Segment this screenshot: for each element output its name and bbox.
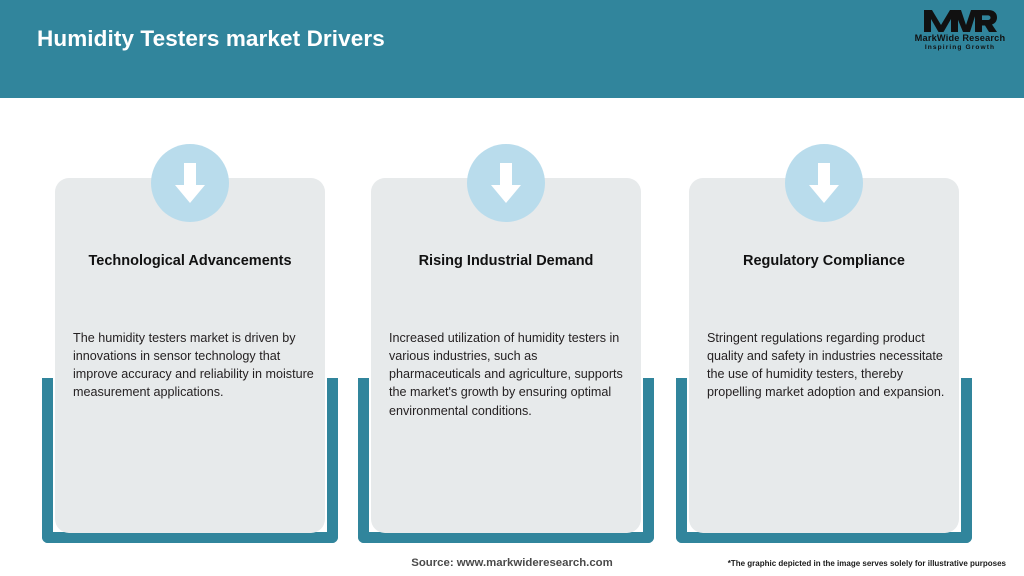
card-panel — [689, 178, 959, 533]
disclaimer-note: *The graphic depicted in the image serve… — [727, 559, 1006, 568]
card-body-text: Stringent regulations regarding product … — [707, 331, 945, 400]
card-accent-frame — [358, 378, 654, 543]
mwr-monogram-icon — [924, 10, 997, 32]
card-accent-frame — [676, 378, 972, 543]
down-arrow-icon — [785, 144, 863, 222]
page-title: Humidity Testers market Drivers — [37, 26, 385, 51]
driver-card[interactable]: Technological Advancements The humidity … — [42, 144, 338, 544]
card-title: Rising Industrial Demand — [418, 253, 594, 269]
driver-card[interactable]: Rising Industrial Demand Increased utili… — [358, 144, 654, 544]
card-panel — [55, 178, 325, 533]
source-note: Source: www.markwideresearch.com — [411, 557, 613, 569]
card-title: Regulatory Compliance — [743, 253, 905, 269]
card-title: Technological Advancements — [88, 253, 292, 269]
down-arrow-icon — [151, 144, 229, 222]
logo-company-name: MarkWide Research — [914, 33, 1006, 43]
card-accent-frame — [42, 378, 338, 543]
driver-card[interactable]: Regulatory Compliance Stringent regulati… — [676, 144, 972, 544]
card-panel — [371, 178, 641, 533]
card-body-text: Increased utilization of humidity tester… — [389, 331, 623, 418]
card-body-text: The humidity testers market is driven by… — [73, 331, 314, 400]
header-bar — [0, 0, 1024, 98]
logo-tagline: Inspiring Growth — [924, 44, 996, 51]
brand-logo: MarkWide Research Inspiring Growth — [908, 8, 1012, 60]
down-arrow-icon — [467, 144, 545, 222]
